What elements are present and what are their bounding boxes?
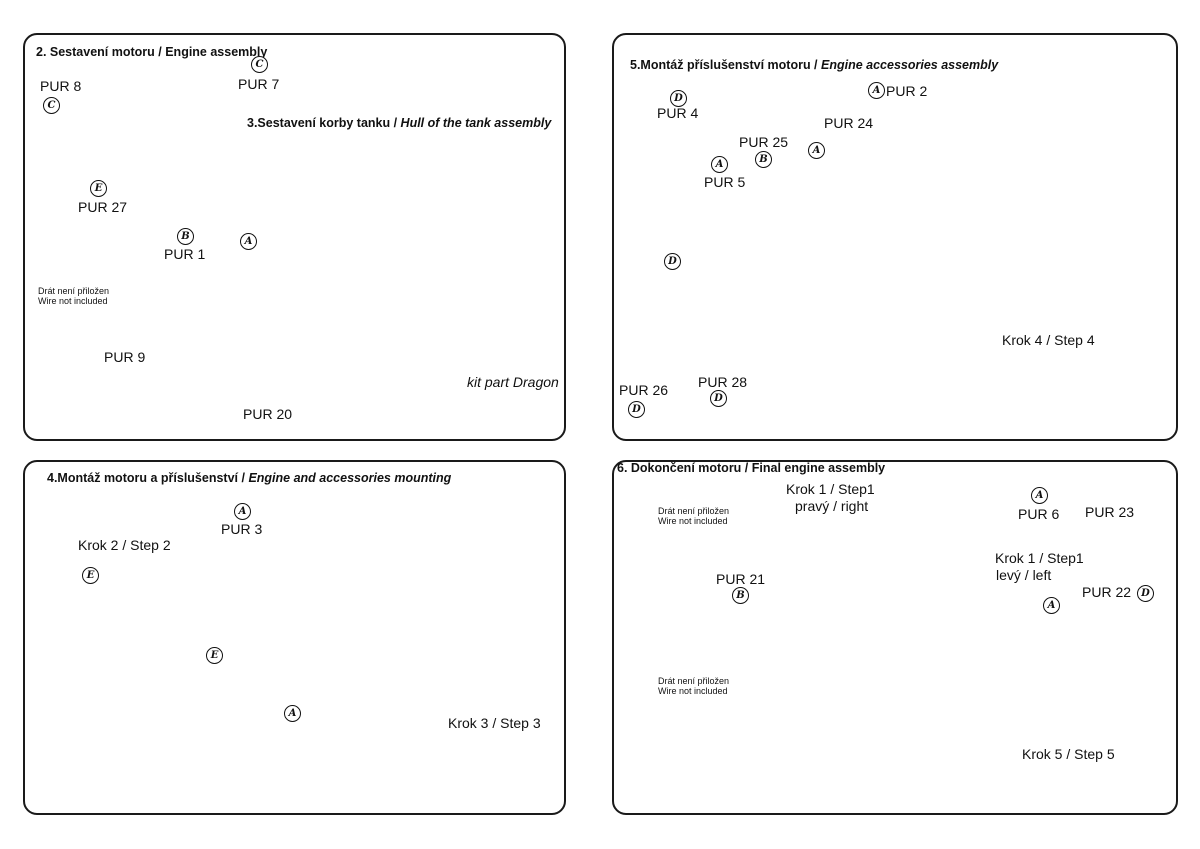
label-pur7: PUR 7 [238,76,280,92]
sheet-letter-b: B [177,228,194,245]
sheet-letter-c: C [43,97,60,114]
label-pur25: PUR 25 [739,134,789,150]
step3-title-en: Hull of the tank assembly [400,116,552,130]
step2-title-en: Engine assembly [165,45,268,59]
label-pur21: PUR 21 [716,571,766,587]
sheet-letter-a: A [868,82,885,99]
step6-title: 6. Dokončení motoru / Final engine assem… [617,462,885,475]
wire-note-en: Wire not included [38,296,108,306]
sheet-letter-e: E [206,647,223,664]
wire-note-cz: Drát není přiložen [658,506,730,516]
sheet-letter-e: E [90,180,107,197]
step2-title-cz: 2. Sestavení motoru / [36,45,166,59]
wire-note-en: Wire not included [658,516,728,526]
wire-note-cz: Drát není přiložen [658,676,730,686]
step4-label: Krok 4 / Step 4 [1002,332,1095,348]
step1-left-label-a: Krok 1 / Step1 [995,550,1084,566]
label-pur6: PUR 6 [1018,506,1060,522]
step1-right-label-b: pravý / right [795,498,869,514]
sheet-letter-a: A [1031,487,1048,504]
sheet-letter-a: A [711,156,728,173]
step2-title: 2. Sestavení motoru / Engine assembly [36,46,267,59]
sheet-letter-d: D [670,90,687,107]
sheet-letter-a: A [284,705,301,722]
step5-title-cz: 5.Montáž příslušenství motoru / [630,58,821,72]
sheet-letter-b: B [755,151,772,168]
step3-title: 3.Sestavení korby tanku / Hull of the ta… [247,117,551,130]
label-pur8: PUR 8 [40,78,82,94]
kit-part-note: kit part Dragon [467,374,559,390]
label-pur24: PUR 24 [824,115,874,131]
step6-title-cz: 6. Dokončení motoru / [617,461,752,475]
sheet-letter-e: E [82,567,99,584]
sheet-letter-a: A [1043,597,1060,614]
sheet-letter-d: D [628,401,645,418]
label-pur4: PUR 4 [657,105,699,121]
label-pur2: PUR 2 [886,83,928,99]
label-pur5: PUR 5 [704,174,746,190]
step6-title-en: Final engine assembly [751,461,886,475]
sheet-letter-a: A [808,142,825,159]
label-pur23: PUR 23 [1085,504,1135,520]
sheet-letter-a: A [240,233,257,250]
label-pur9: PUR 9 [104,349,146,365]
step3-title-cz: 3.Sestavení korby tanku / [247,116,401,130]
wire-note-en: Wire not included [658,686,728,696]
sheet-letter-d: D [664,253,681,270]
sheet-letter-c: C [251,56,268,73]
wire-note-cz: Drát není přiložen [38,286,110,296]
sheet-letter-b: B [732,587,749,604]
sheet-letter-d: D [1137,585,1154,602]
label-pur27: PUR 27 [78,199,128,215]
step5-title: 5.Montáž příslušenství motoru / Engine a… [630,59,998,72]
label-pur26: PUR 26 [619,382,669,398]
step4-title-en: Engine and accessories mounting [248,471,452,485]
step4-title: 4.Montáž motoru a příslušenství / Engine… [47,472,451,485]
label-pur1: PUR 1 [164,246,206,262]
label-pur22: PUR 22 [1082,584,1132,600]
step4-title-cz: 4.Montáž motoru a příslušenství / [47,471,249,485]
step5-label: Krok 5 / Step 5 [1022,746,1115,762]
panel-final-engine [612,460,1178,815]
step1-left-label-b: levý / left [996,567,1052,583]
step3-label: Krok 3 / Step 3 [448,715,541,731]
step5-title-en: Engine accessories assembly [821,58,999,72]
step1-right-label-a: Krok 1 / Step1 [786,481,875,497]
panel-engine-and-hull [23,33,566,441]
panel-engine-mounting [23,460,566,815]
step2-label: Krok 2 / Step 2 [78,537,171,553]
label-pur28: PUR 28 [698,374,748,390]
panel-engine-accessories [612,33,1178,441]
sheet-letter-d: D [710,390,727,407]
sheet-letter-a: A [234,503,251,520]
label-pur3: PUR 3 [221,521,263,537]
label-pur20: PUR 20 [243,406,293,422]
